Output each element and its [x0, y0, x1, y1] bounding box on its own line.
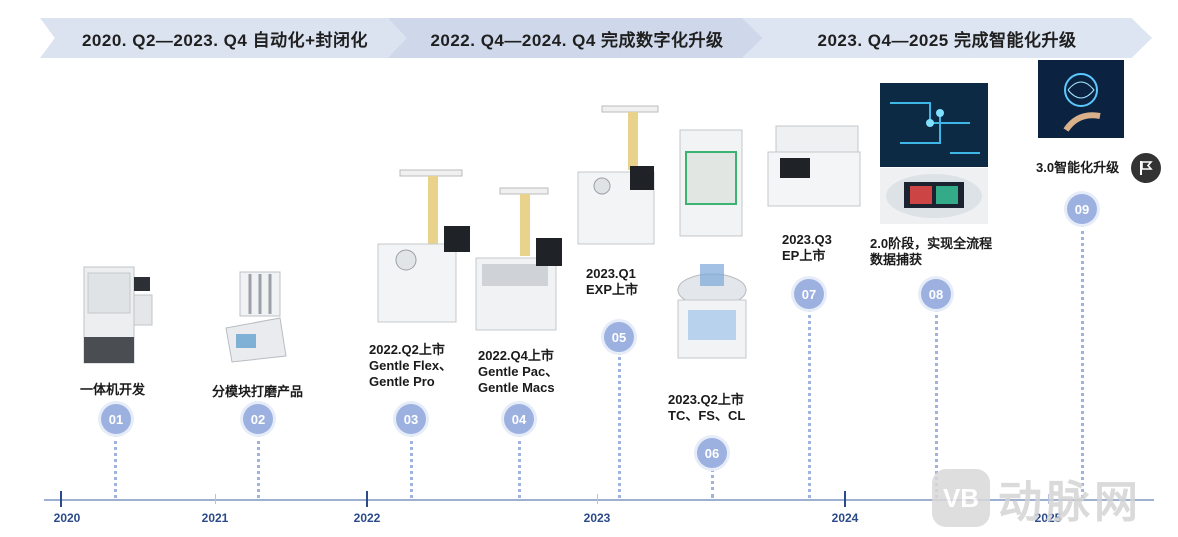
connector-04 — [518, 434, 521, 498]
year-label-2022: 2022 — [353, 511, 381, 525]
timeline-axis — [44, 499, 1154, 501]
milestone-node-01: 01 — [101, 404, 131, 434]
milestone-node-06: 06 — [697, 438, 727, 468]
milestone-label-08: 2.0阶段，实现全流程数据捕获 — [870, 236, 993, 267]
year-tick-2024 — [844, 491, 846, 507]
milestone-label-02: 分模块打磨产品 — [212, 384, 304, 399]
product-image-tall-device — [679, 129, 743, 237]
connector-05 — [618, 352, 621, 498]
watermark-text: 动脉网 — [998, 478, 1142, 527]
milestone-node-09: 09 — [1067, 194, 1097, 224]
data-capture-screen-image — [880, 168, 988, 224]
connector-01 — [114, 434, 117, 498]
year-label-2021: 2021 — [201, 511, 229, 525]
product-image-gentle-flex — [377, 169, 470, 323]
minor-tick — [215, 494, 216, 504]
watermark-logo: VB — [932, 469, 990, 527]
connector-08 — [935, 309, 938, 498]
milestone-label-01: 一体机开发 — [80, 382, 146, 397]
year-tick-2022 — [366, 491, 368, 507]
milestone-label-09: 3.0智能化升级 — [1036, 160, 1120, 175]
watermark: VB 动脉网 — [932, 466, 1142, 530]
flag-button[interactable] — [1131, 153, 1161, 183]
phase-banner-3: 2023. Q4—2025 完成智能化升级 — [742, 18, 1152, 58]
phase-banner-1: 2020. Q2—2023. Q4 自动化+封闭化 — [40, 18, 410, 58]
milestone-node-04: 04 — [504, 404, 534, 434]
milestone-node-07: 07 — [794, 279, 824, 309]
minor-tick — [597, 494, 598, 504]
connector-03 — [410, 434, 413, 498]
connector-09 — [1081, 224, 1084, 498]
product-image-tc-fs-cl — [677, 264, 747, 359]
ai-brain-image — [1038, 60, 1124, 138]
year-label-2020: 2020 — [53, 511, 81, 525]
product-image-modular-device — [225, 271, 287, 363]
milestone-node-02: 02 — [243, 404, 273, 434]
flag-icon — [1140, 161, 1153, 175]
phase-banner-2: 2022. Q4—2024. Q4 完成数字化升级 — [388, 18, 766, 58]
minor-tick — [1048, 494, 1049, 504]
connector-02 — [257, 434, 260, 498]
product-image-gentle-pac — [475, 187, 562, 331]
product-image-exp — [577, 105, 659, 245]
milestone-node-08: 08 — [921, 279, 951, 309]
year-tick-2020 — [60, 491, 62, 507]
product-image-ep — [767, 125, 861, 207]
milestone-node-03: 03 — [396, 404, 426, 434]
milestone-node-05: 05 — [604, 322, 634, 352]
year-label-2025: 2025 — [1034, 511, 1062, 525]
year-label-2024: 2024 — [831, 511, 859, 525]
connector-06 — [711, 468, 714, 498]
connector-07 — [808, 309, 811, 498]
digital-circuit-image — [880, 83, 988, 167]
year-label-2023: 2023 — [583, 511, 611, 525]
product-image-integrated-machine — [83, 266, 153, 364]
